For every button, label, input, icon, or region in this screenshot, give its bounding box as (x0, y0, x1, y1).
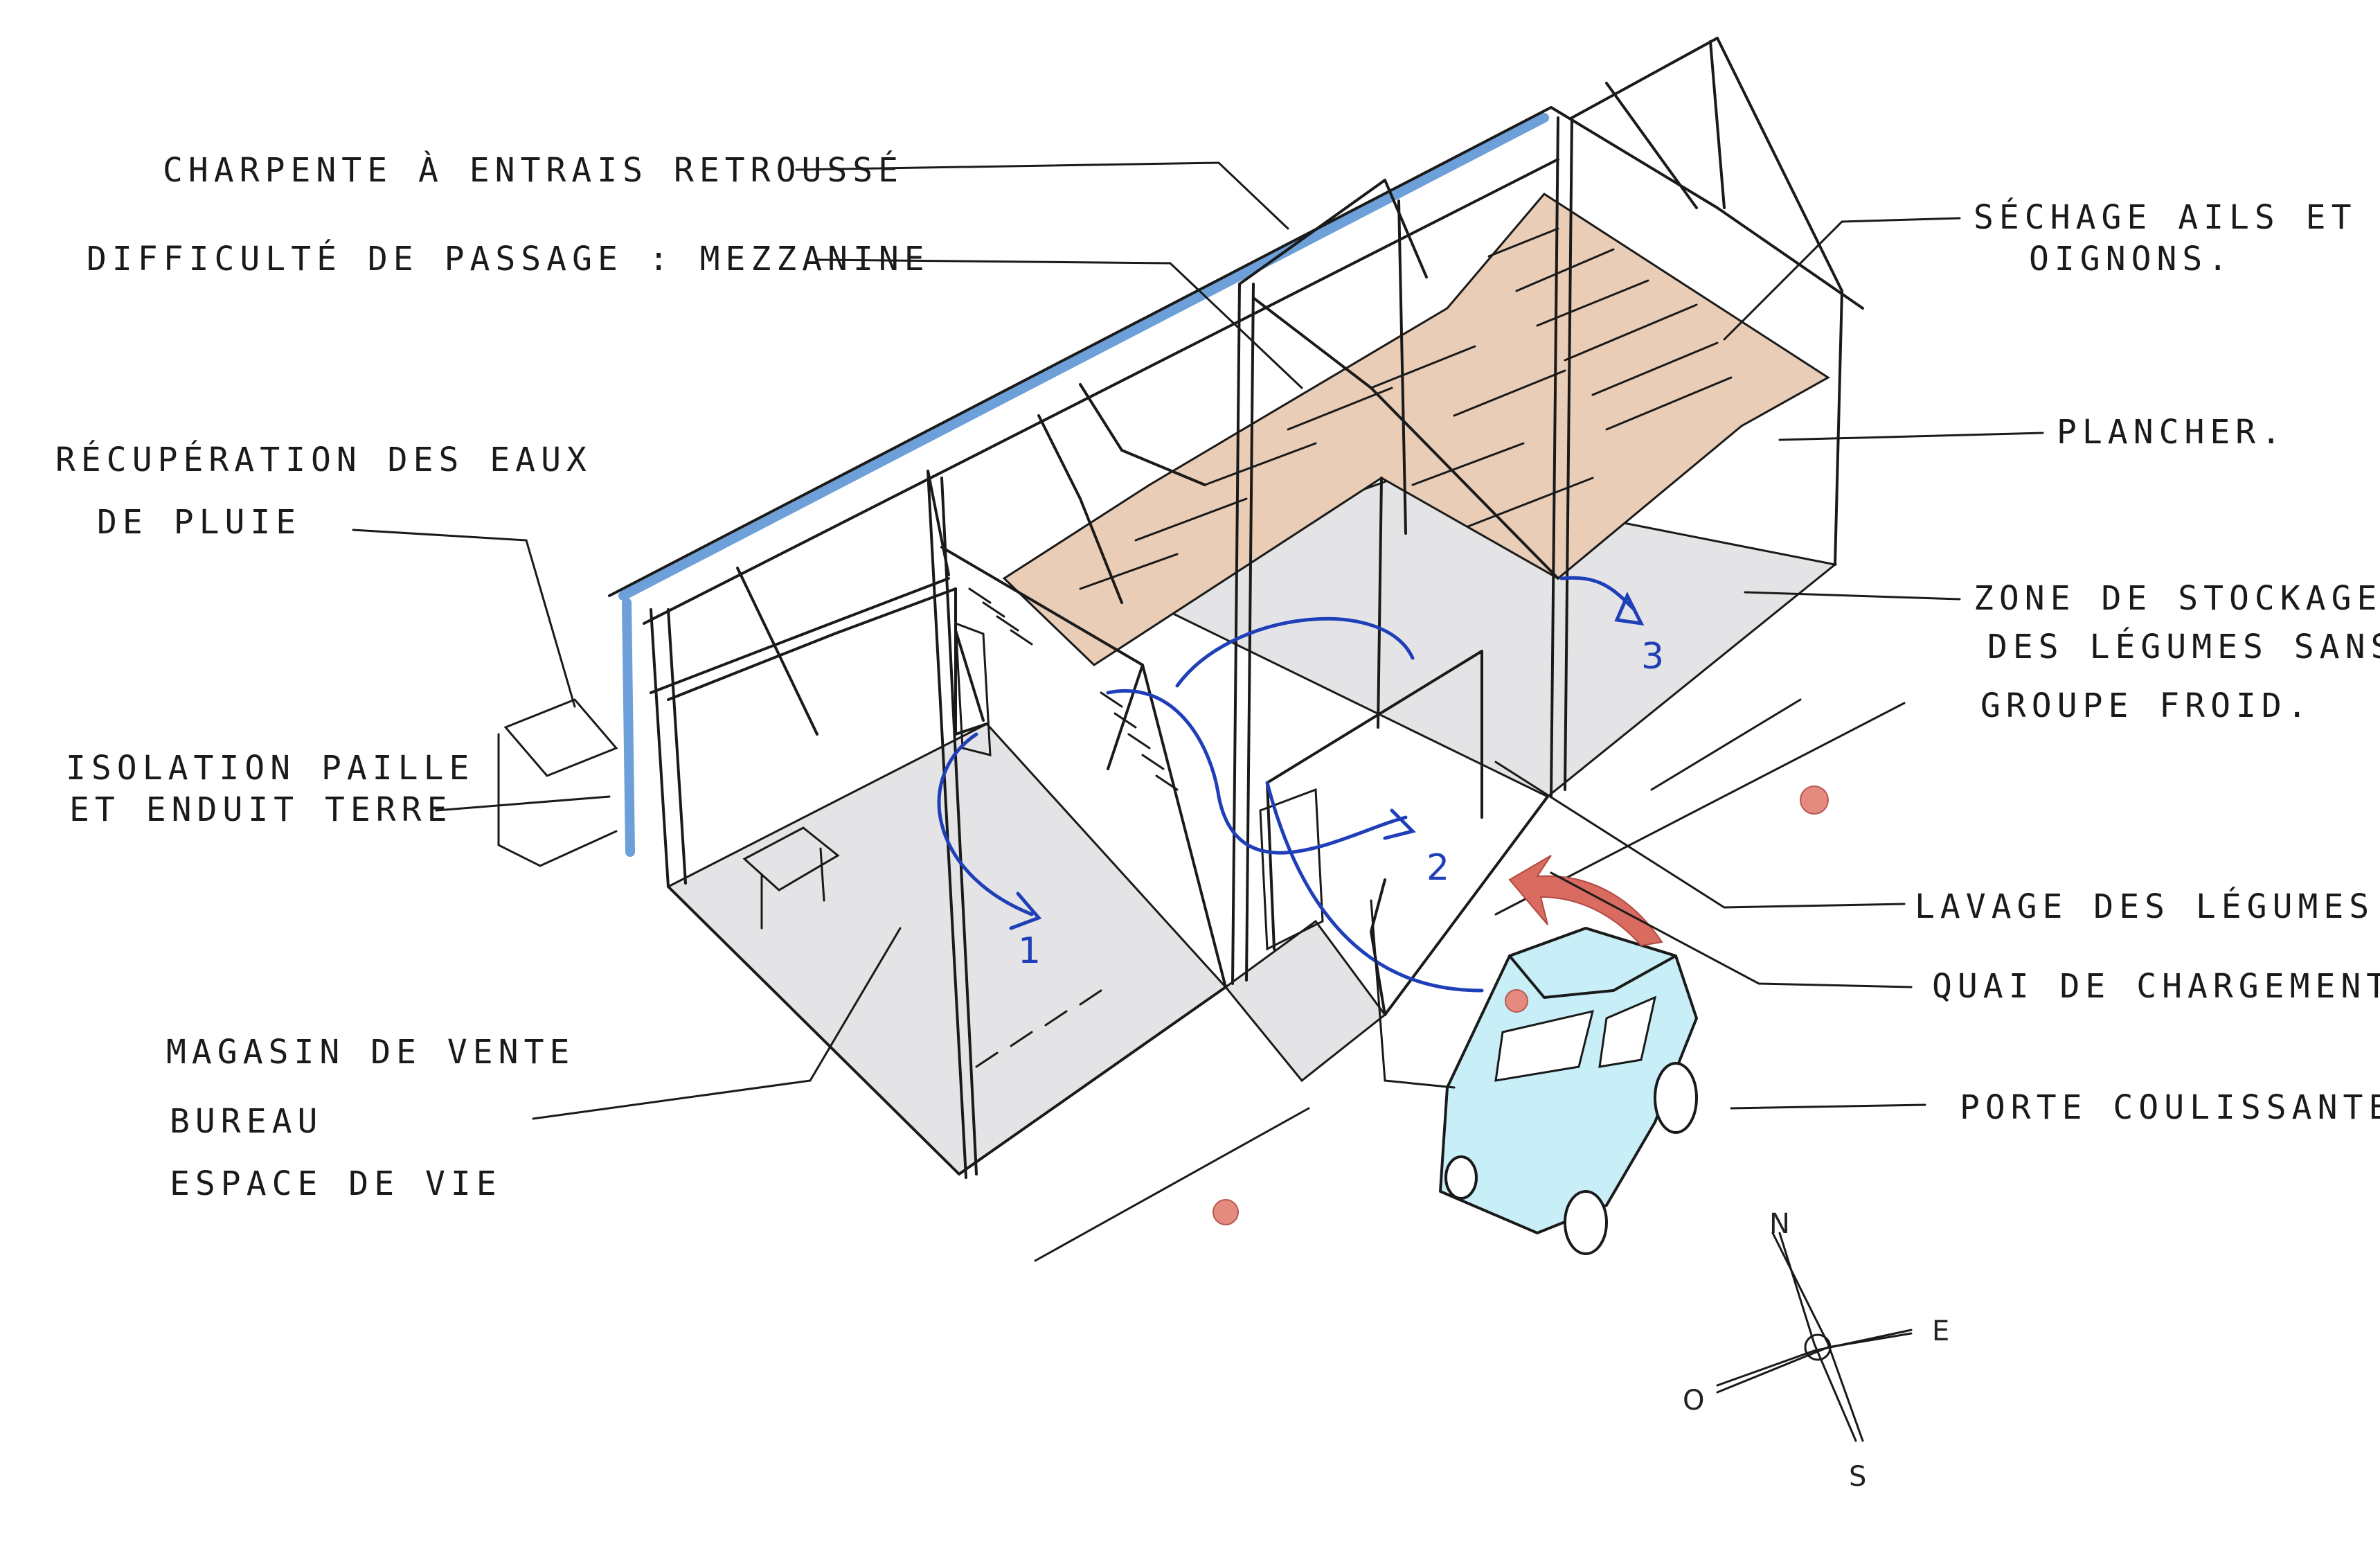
label-stockage-2: DES LÉGUMES SANS (1987, 627, 2380, 666)
label-magasin-2: BUREAU (170, 1102, 323, 1141)
compass-west: O (1683, 1385, 1704, 1417)
loading-ramp (1224, 919, 1387, 1083)
wall-hatching (968, 587, 1179, 1068)
shop-table (742, 826, 840, 891)
label-plancher: PLANCHER. (2057, 413, 2287, 452)
label-mezzanine: DIFFICULTÉ DE PASSAGE : MEZZANINE (87, 239, 930, 278)
label-stockage-3: GROUPE FROID. (1980, 686, 2313, 725)
label-recuperation-2: DE PLUIE (97, 503, 301, 542)
car-wheel-front (1564, 1190, 1608, 1255)
section-marker-b (1800, 786, 1829, 815)
label-isolation-1: ISOLATION PAILLE (66, 749, 474, 788)
flow-arrow-1 (937, 732, 1034, 916)
car-headlight-left (1444, 1155, 1478, 1200)
compass-rose: N E S O (1683, 1208, 1949, 1493)
label-sechage-2: OIGNONS. (2029, 240, 2233, 278)
leader-lines (352, 161, 2044, 1120)
shop-door (954, 621, 992, 756)
car-wheel-rear (1654, 1062, 1698, 1134)
label-charpente: CHARPENTE À ENTRAIS RETROUSSÉ (163, 150, 904, 190)
label-recuperation-1: RÉCUPÉRATION DES EAUX (55, 440, 592, 479)
label-sechage-1: SÉCHAGE AILS ET (1974, 197, 2356, 237)
compass-south: S (1849, 1461, 1866, 1493)
barn-structure (497, 37, 1906, 1262)
shop-floor (666, 722, 1228, 1175)
floor-boards (1079, 227, 1733, 590)
delivery-car (1439, 855, 1698, 1255)
rainwater-tank (503, 698, 618, 777)
section-marker-c (1505, 989, 1528, 1013)
label-magasin-1: MAGASIN DE VENTE (166, 1033, 575, 1072)
circulation-flows: 1 2 3 (937, 576, 1664, 993)
section-marker-a (1213, 1199, 1239, 1225)
car-windshield (1494, 1009, 1595, 1082)
flow-arrow-2 (1106, 689, 1408, 855)
label-stockage-1: ZONE DE STOCKAGE (1974, 579, 2380, 618)
car-swing-arrow (1508, 855, 1663, 947)
label-lavage: LAVAGE DES LÉGUMES (1915, 887, 2374, 926)
lavage-door (1259, 788, 1324, 951)
roof-gutter (618, 113, 1549, 601)
compass-east: E (1932, 1315, 1949, 1347)
label-isolation-2: ET ENDUIT TERRE (69, 790, 452, 829)
label-quai: QUAI DE CHARGEMENT. (1932, 967, 2380, 1006)
compass-north: N (1769, 1208, 1790, 1240)
flow-number-2: 2 (1426, 847, 1449, 889)
gutter-downpipe (622, 598, 635, 857)
annotations: CHARPENTE À ENTRAIS RETROUSSÉ DIFFICULTÉ… (55, 150, 2380, 1203)
label-porte: PORTE COULISSANTE (1960, 1088, 2380, 1127)
flow-number-3: 3 (1641, 636, 1664, 677)
flow-arrow-3 (1559, 576, 1636, 612)
label-magasin-3: ESPACE DE VIE (170, 1164, 502, 1203)
flow-number-1: 1 (1018, 930, 1041, 972)
